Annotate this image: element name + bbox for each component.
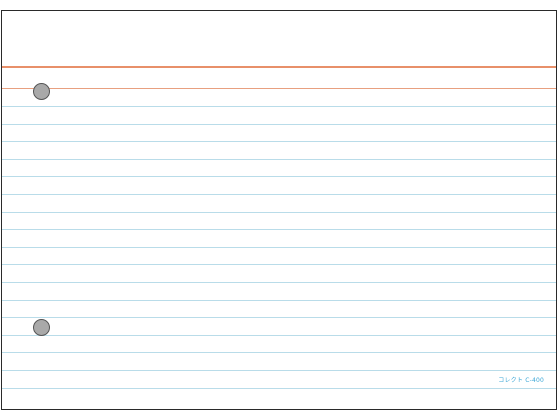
ruled-line: [2, 176, 556, 177]
header-rule-line-secondary: [2, 88, 556, 89]
brand-mark: コレクト C-400: [498, 377, 544, 384]
ruled-line: [2, 335, 556, 336]
ruled-line: [2, 212, 556, 213]
ruled-line: [2, 317, 556, 318]
ruled-line: [2, 124, 556, 125]
ruled-line: [2, 282, 556, 283]
ruled-line: [2, 247, 556, 248]
ruled-line: [2, 264, 556, 265]
ruled-line: [2, 194, 556, 195]
index-card: コレクト C-400: [1, 10, 557, 410]
ruled-line: [2, 141, 556, 142]
ruled-line: [2, 370, 556, 371]
ruled-line: [2, 388, 556, 389]
ruled-line: [2, 159, 556, 160]
punch-hole-bottom: [33, 319, 50, 336]
header-rule-line: [2, 66, 556, 68]
punch-hole-top: [33, 83, 50, 100]
ruled-line: [2, 300, 556, 301]
ruled-line: [2, 229, 556, 230]
ruled-line: [2, 352, 556, 353]
ruled-line: [2, 106, 556, 107]
